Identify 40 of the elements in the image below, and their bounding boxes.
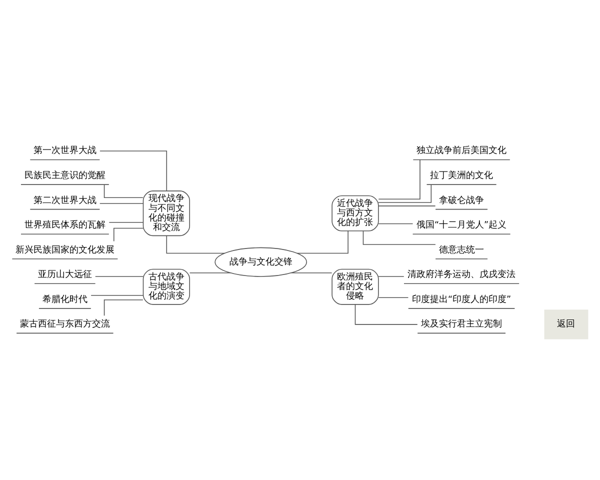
node-text: 新兴民族国家的文化发展 <box>15 244 114 255</box>
connector <box>378 184 432 202</box>
node-text: 民族民主意识的觉醒 <box>24 170 106 180</box>
node-box: 欧洲殖民者的文化侵略 <box>332 268 379 304</box>
node-text: 第一次世界大战 <box>33 146 96 156</box>
node-box: 古代战争与地域文化的演变 <box>142 268 190 304</box>
connector <box>378 222 414 224</box>
node-text: 拿破仑战争 <box>439 195 484 206</box>
node-text: 蒙古西征与东西方交流 <box>20 319 110 330</box>
label: 返回 <box>557 319 576 330</box>
node-text: 拉丁美洲的文化 <box>430 170 494 180</box>
connector <box>189 272 232 273</box>
node-text: 亚历山大远征 <box>38 270 92 280</box>
node-text: 印度提出“印度人的印度” <box>412 294 512 304</box>
connector <box>108 221 144 222</box>
connector <box>166 234 226 254</box>
connector <box>354 304 418 324</box>
node-text: 德意志统一 <box>439 244 484 255</box>
connector <box>100 150 168 191</box>
connector <box>378 158 420 200</box>
connector <box>290 272 332 273</box>
node-text: 第二次世界大战 <box>33 195 96 206</box>
node-text: 埃及实行君主立宪制 <box>421 319 502 330</box>
node-text: 清政府洋务运动、戊戌变法 <box>408 270 516 280</box>
connector <box>99 202 144 204</box>
node-ellipse: 战争与文化交锋 <box>214 246 307 276</box>
node-box: 近代战争与西方文化的扩张 <box>332 194 379 231</box>
connector <box>113 227 144 242</box>
connector <box>378 205 436 206</box>
node-text: 独立战争前后美国文化 <box>416 146 507 156</box>
connector <box>378 296 409 298</box>
node-box: 现代战争与不同文化的碰撞和交流 <box>142 190 190 236</box>
connector <box>104 184 144 198</box>
node-text: 希腊化时代 <box>42 294 88 304</box>
node-text: 世界殖民体系的瓦解 <box>24 220 106 230</box>
connector <box>296 230 348 254</box>
connector <box>90 294 144 296</box>
connector <box>104 299 144 316</box>
connector <box>362 230 436 244</box>
node-text: 俄国“十二月党人”起义 <box>416 220 507 230</box>
